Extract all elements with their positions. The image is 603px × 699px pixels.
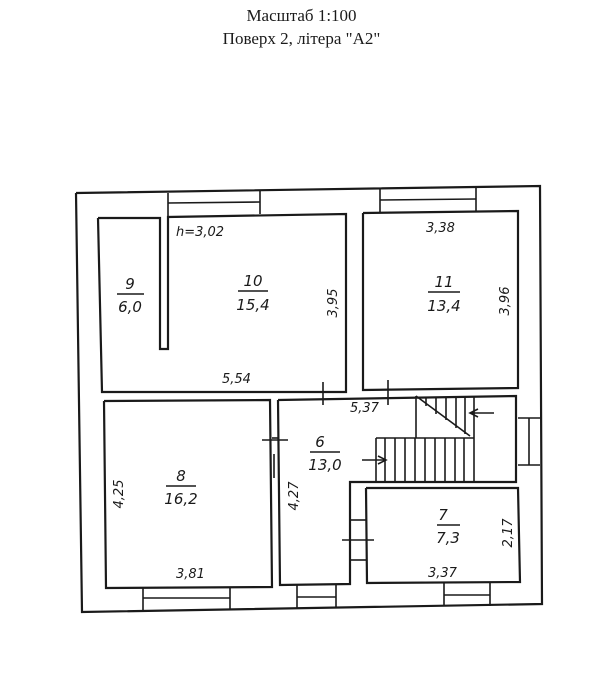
room-10-width: 5,54 — [222, 372, 251, 387]
window-top-left — [167, 191, 261, 216]
room-10-number: 10 — [243, 272, 262, 290]
room-10-area: 15,4 — [236, 296, 269, 314]
room-6-number: 6 — [315, 433, 325, 451]
room-8-height: 4,25 — [112, 480, 127, 509]
room-6-width: 5,37 — [350, 401, 380, 416]
room-9-number: 9 — [125, 275, 135, 293]
room-8-width: 3,81 — [176, 567, 205, 582]
room-10-height: 3,95 — [326, 289, 341, 318]
ceiling-height-label: h=3,02 — [176, 225, 224, 240]
room-7-width: 3,37 — [428, 566, 458, 581]
room-11-walls — [361, 209, 520, 392]
window-bottom-middle — [296, 585, 337, 608]
room-11-width: 3,38 — [426, 221, 455, 236]
room-7-height: 2,17 — [501, 518, 516, 548]
window-right — [518, 417, 540, 466]
room-8-number: 8 — [176, 467, 186, 485]
room-7-area: 7,3 — [436, 529, 460, 547]
outer-wall — [74, 184, 544, 614]
room-6-walls — [276, 380, 518, 587]
staircase — [362, 395, 494, 482]
scale-label: Масштаб 1:100 — [246, 6, 357, 25]
window-bottom-right — [443, 583, 491, 606]
room-7-walls — [342, 486, 522, 585]
drawing-header: Масштаб 1:100 Поверх 2, літера "А2" — [0, 4, 603, 50]
room-6-area: 13,0 — [308, 456, 341, 474]
fraction-bars — [117, 290, 460, 526]
room-11-height: 3,96 — [498, 287, 513, 316]
room-9-area: 6,0 — [118, 298, 142, 316]
room-9-10-walls — [96, 212, 348, 394]
window-top-right — [379, 187, 477, 213]
room-8-area: 16,2 — [164, 490, 197, 508]
room-7-number: 7 — [438, 506, 448, 524]
room-6-height: 4,27 — [287, 481, 302, 511]
room-11-area: 13,4 — [427, 297, 460, 315]
floor-label: Поверх 2, літера "А2" — [222, 29, 381, 48]
room-11-number: 11 — [434, 273, 453, 291]
window-bottom-left — [142, 587, 231, 610]
room-8-walls — [102, 398, 288, 590]
